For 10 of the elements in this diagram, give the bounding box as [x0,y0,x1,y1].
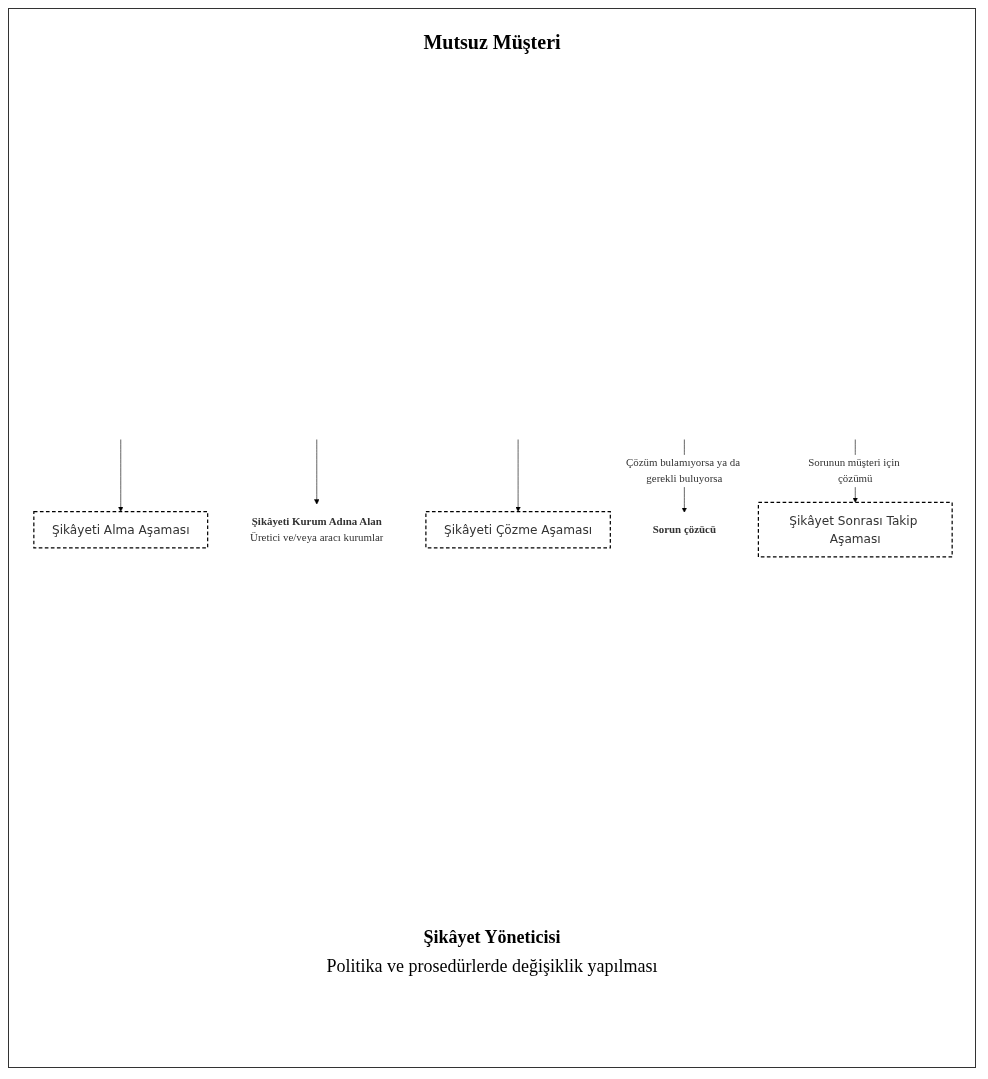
node-text: Şikâyeti Kurum Adına Alan Üretici ve/veya aracı kurumlar [250,515,384,544]
node-box: Şikâyet Sonrası Takip Aşaması [757,501,953,558]
node-text: Sorun çözücü [652,523,716,536]
edge-label: Sorunun müşteri için çözümü [808,456,900,485]
edge-label: Çözüm bulamıyorsa ya da gerekli buluyorsa [625,456,741,485]
node-box: Şikâyeti Alma Aşaması [33,510,209,549]
role-label: Şikâyet Yöneticisi [423,927,561,948]
note-text: Politika ve prosedürlerde değişiklik yapılması [326,956,658,977]
diagram-title: Mutsuz Müşteri [422,31,562,54]
node-box: Şikâyeti Çözme Aşaması [425,510,611,549]
